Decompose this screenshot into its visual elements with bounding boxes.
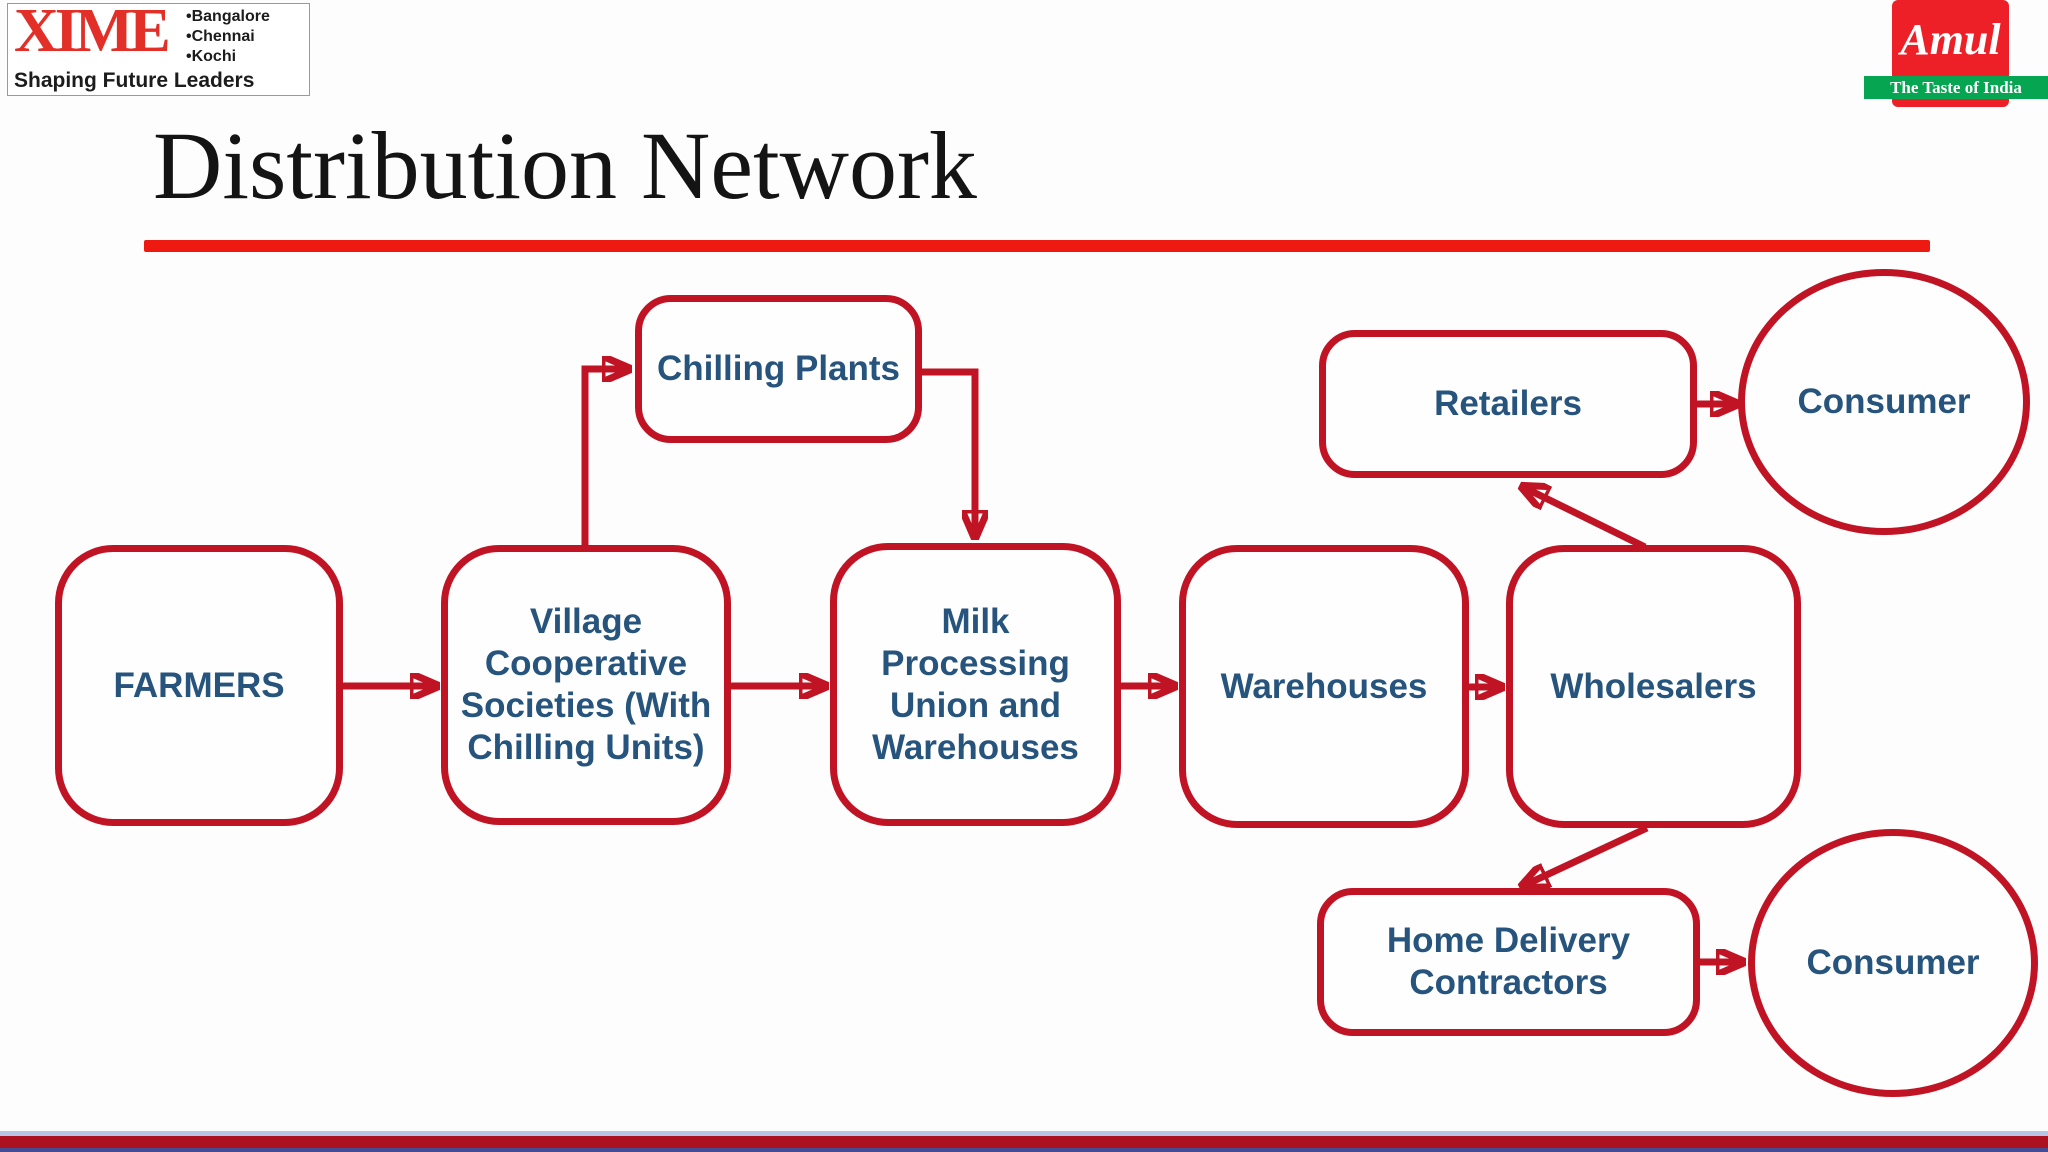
node-chilling-label: Chilling Plants bbox=[656, 349, 901, 388]
node-village-label: Village Cooperative Societies (With Chil… bbox=[460, 602, 712, 767]
amul-wordmark: Amul bbox=[1900, 15, 2001, 64]
node-wholesalers: Wholesalers bbox=[1506, 545, 1801, 828]
bottom-divider-navy bbox=[0, 1148, 2048, 1152]
node-village-cooperative-societies: Village Cooperative Societies (With Chil… bbox=[441, 545, 731, 825]
edge-chilling-to-milk bbox=[922, 368, 975, 536]
node-farmers: FARMERS bbox=[55, 545, 343, 826]
xime-tagline: Shaping Future Leaders bbox=[14, 69, 255, 92]
node-wholesalers-label: Wholesalers bbox=[1550, 666, 1757, 706]
title-underline bbox=[144, 240, 1930, 252]
node-retailers: Retailers bbox=[1319, 330, 1697, 478]
bottom-bar-red bbox=[0, 1136, 2048, 1148]
xime-city-kochi: •Kochi bbox=[186, 48, 237, 65]
node-home-delivery-label: Home Delivery Contractors bbox=[1386, 921, 1631, 1002]
node-farmers-label: FARMERS bbox=[113, 665, 285, 705]
xime-wordmark: XIME bbox=[14, 0, 171, 65]
node-consumer-bottom-label: Consumer bbox=[1806, 943, 1980, 982]
edge-wholesalers-to-retailers bbox=[1523, 487, 1647, 551]
page-title: Distribution Network bbox=[153, 112, 977, 219]
edge-village-to-chilling bbox=[581, 369, 628, 545]
bottom-divider-light-blue bbox=[0, 1131, 2048, 1136]
edge-wholesalers-to-homedelivery bbox=[1523, 824, 1649, 886]
amul-logo: Amul The Taste of India bbox=[1860, 0, 2048, 112]
amul-tagline-band: The Taste of India bbox=[1864, 76, 2048, 99]
node-consumer-top-label: Consumer bbox=[1797, 382, 1971, 421]
xime-city-list: •Bangalore •Chennai •Kochi bbox=[186, 7, 310, 67]
node-milk-processing-union: Milk Processing Union and Warehouses bbox=[830, 543, 1121, 826]
node-chilling-plants: Chilling Plants bbox=[635, 295, 922, 443]
node-home-delivery-contractors: Home Delivery Contractors bbox=[1317, 888, 1700, 1036]
xime-city-bangalore: •Bangalore bbox=[186, 8, 270, 25]
node-warehouses: Warehouses bbox=[1179, 545, 1469, 828]
node-warehouses-label: Warehouses bbox=[1220, 666, 1428, 706]
amul-tagline: The Taste of India bbox=[1890, 77, 2022, 97]
node-milk-label: Milk Processing Union and Warehouses bbox=[872, 601, 1079, 767]
xime-city-chennai: •Chennai bbox=[186, 28, 255, 45]
node-retailers-label: Retailers bbox=[1434, 384, 1582, 423]
node-consumer-bottom: Consumer bbox=[1748, 829, 2038, 1097]
node-consumer-top: Consumer bbox=[1738, 269, 2030, 535]
xime-logo: XIME •Bangalore •Chennai •Kochi Shaping … bbox=[7, 0, 310, 96]
